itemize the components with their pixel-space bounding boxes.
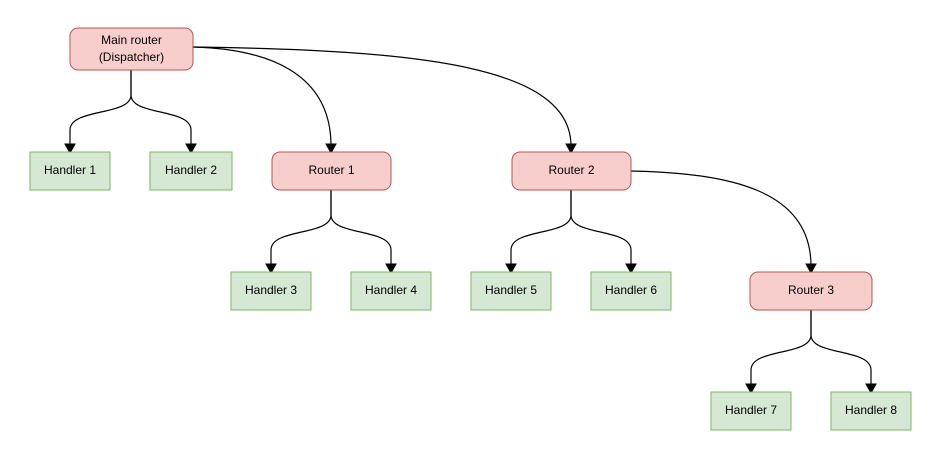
edge-line: [510, 189, 572, 267]
handler-box[interactable]: [350, 271, 432, 311]
edge-line: [69, 69, 132, 147]
edge-main-to-handler-2: [130, 69, 197, 155]
nodes-layer: Main router(Dispatcher) Handler 1 Handler …: [29, 27, 912, 431]
edge-router-2-to-handler-6: [570, 189, 637, 275]
edge-line: [270, 189, 332, 267]
arrowhead-icon: [745, 383, 757, 395]
arrowhead-icon: [185, 143, 197, 155]
edge-main-to-handler-1: [64, 69, 132, 155]
edge-router-2-to-router-3: [630, 170, 817, 275]
edges-layer: [64, 46, 877, 395]
router-box[interactable]: [69, 27, 194, 71]
handler-box[interactable]: [830, 391, 912, 431]
router-box[interactable]: [511, 151, 632, 191]
arrowhead-icon: [385, 263, 397, 275]
arrowhead-icon: [265, 263, 277, 275]
edge-router-2-to-handler-5: [505, 189, 572, 275]
handler-box[interactable]: [470, 271, 552, 311]
node-handler-7[interactable]: Handler 7: [710, 391, 792, 431]
node-router-2[interactable]: Router 2: [511, 151, 632, 191]
node-handler-3[interactable]: Handler 3: [230, 271, 312, 311]
handler-box[interactable]: [710, 391, 792, 431]
edge-line: [750, 309, 812, 387]
edge-line: [570, 189, 632, 267]
edge-main-to-router-2: [192, 46, 577, 155]
arrowhead-icon: [865, 383, 877, 395]
edge-line: [810, 309, 872, 387]
handler-box[interactable]: [29, 151, 111, 191]
node-main-router[interactable]: Main router(Dispatcher): [69, 27, 194, 71]
arrowhead-icon: [64, 143, 76, 155]
arrowhead-icon: [565, 143, 577, 155]
arrowhead-icon: [325, 143, 337, 155]
arrowhead-icon: [505, 263, 517, 275]
handler-box[interactable]: [149, 151, 233, 191]
arrowhead-icon: [805, 263, 817, 275]
edge-router-1-to-handler-3: [265, 189, 332, 275]
edge-line: [130, 69, 192, 147]
node-handler-6[interactable]: Handler 6: [590, 271, 672, 311]
edge-router-1-to-handler-4: [330, 189, 397, 275]
arrowhead-icon: [625, 263, 637, 275]
edge-router-3-to-handler-8: [810, 309, 877, 395]
router-box[interactable]: [749, 271, 873, 311]
node-handler-1[interactable]: Handler 1: [29, 151, 111, 191]
node-handler-4[interactable]: Handler 4: [350, 271, 432, 311]
edge-main-to-router-1: [192, 46, 337, 155]
handler-box[interactable]: [590, 271, 672, 311]
node-router-1[interactable]: Router 1: [271, 151, 392, 191]
node-router-3[interactable]: Router 3: [749, 271, 873, 311]
handler-box[interactable]: [230, 271, 312, 311]
edge-line: [330, 189, 392, 267]
edge-line: [630, 170, 812, 267]
edge-line: [192, 46, 572, 147]
node-handler-2[interactable]: Handler 2: [149, 151, 233, 191]
edge-line: [192, 46, 332, 147]
node-handler-5[interactable]: Handler 5: [470, 271, 552, 311]
router-box[interactable]: [271, 151, 392, 191]
node-handler-8[interactable]: Handler 8: [830, 391, 912, 431]
edge-router-3-to-handler-7: [745, 309, 812, 395]
